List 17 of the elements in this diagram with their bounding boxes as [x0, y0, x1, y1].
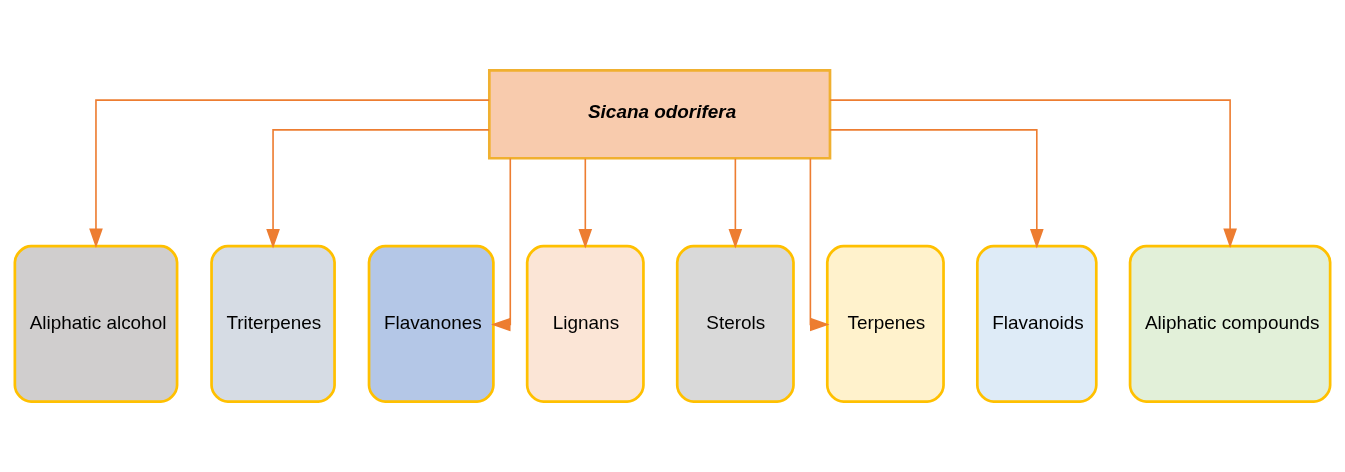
- node-box: Flavanoids: [976, 244, 1098, 403]
- arrow: [728, 157, 743, 249]
- arrow: [266, 129, 490, 249]
- arrow: [578, 157, 593, 249]
- node-box: Aliphatic alcohol: [13, 244, 179, 403]
- node-box: Terpenes: [825, 244, 945, 403]
- node-box: Sicana odorifera: [487, 69, 832, 160]
- node-box: Sterols: [675, 244, 795, 403]
- arrow: [829, 129, 1044, 249]
- node-box: Flavanones: [367, 244, 495, 403]
- node-box: Lignans: [525, 244, 645, 403]
- arrow: [89, 99, 490, 249]
- node-box: Aliphatic compounds: [1128, 244, 1332, 403]
- arrow: [809, 157, 830, 332]
- arrow: [491, 157, 512, 332]
- node-box: Triterpenes: [210, 244, 336, 403]
- arrow: [829, 99, 1237, 249]
